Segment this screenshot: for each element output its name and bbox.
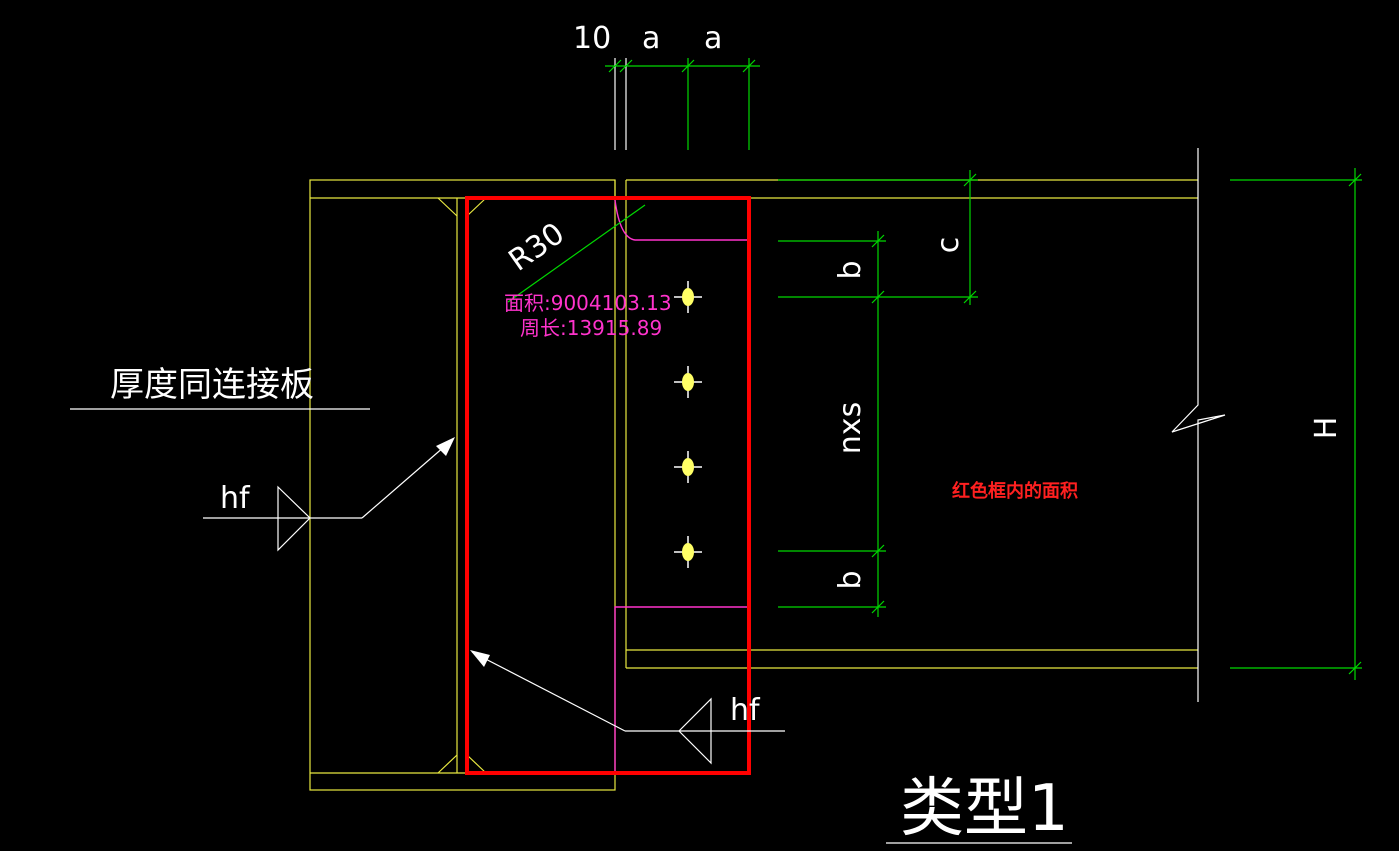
dim-b-top-label: b <box>833 260 868 279</box>
right-dimensions: c b nxs b H <box>778 168 1362 680</box>
bolt-hole-2 <box>674 366 702 398</box>
radius-label: R30 <box>503 216 571 279</box>
dim-b-bottom-label: b <box>833 570 868 589</box>
red-box-note: 红色框内的面积 <box>952 480 1078 502</box>
thickness-note: 厚度同连接板 <box>70 365 370 410</box>
area-readout: 面积:9004103.13 <box>504 291 672 315</box>
bolt-hole-1 <box>674 281 702 313</box>
dim-nxs-label: nxs <box>833 402 868 454</box>
column-section <box>309 179 616 791</box>
dim-a1-label: a <box>642 21 660 56</box>
dim-a2-label: a <box>704 21 722 56</box>
bolt-hole-4 <box>674 536 702 568</box>
radius-annotation: R30 <box>503 204 646 303</box>
dim-H-label: H <box>1309 417 1344 440</box>
thickness-note-text: 厚度同连接板 <box>110 365 314 405</box>
dim-c-label: c <box>931 237 966 254</box>
type-title: 类型1 <box>886 772 1072 846</box>
beam-section <box>614 179 1198 669</box>
weld-right-label: hf <box>730 693 761 728</box>
weld-left-label: hf <box>220 481 251 516</box>
weld-symbol-right: hf <box>470 650 785 765</box>
type-title-text: 类型1 <box>900 772 1069 846</box>
perimeter-readout: 周长:13915.89 <box>520 316 662 340</box>
break-line <box>1171 148 1226 702</box>
weld-symbol-left: hf <box>203 437 455 552</box>
bolt-hole-3 <box>674 451 702 483</box>
highlight-box <box>465 196 751 775</box>
measured-boundary <box>614 199 748 773</box>
dim-10-label: 10 <box>573 21 611 56</box>
bolt-holes <box>674 281 702 568</box>
top-dimension: 10 a a <box>573 21 760 150</box>
